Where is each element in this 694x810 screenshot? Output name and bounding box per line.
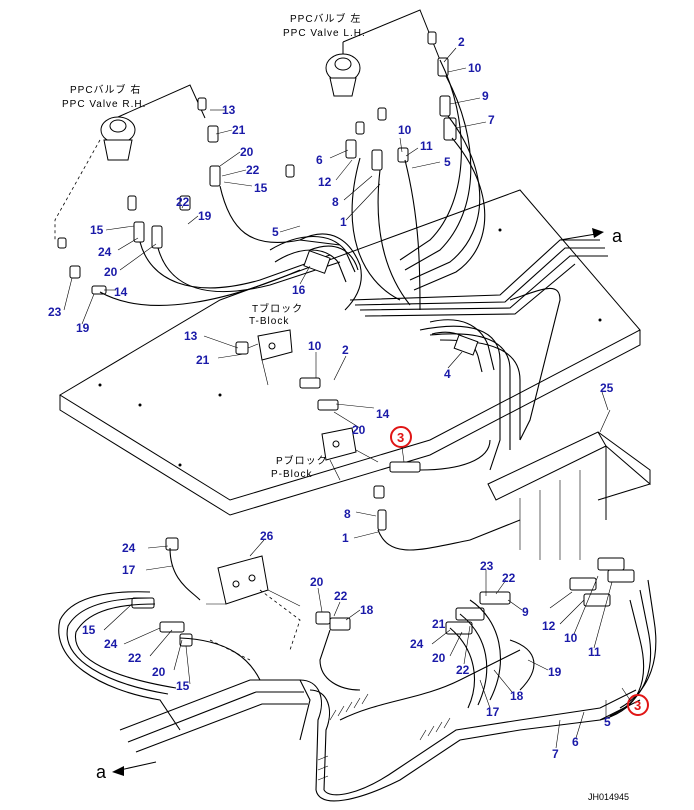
- callout-26: 26: [260, 529, 274, 543]
- callout-10: 10: [398, 123, 412, 137]
- callout-20: 20: [104, 265, 118, 279]
- callout-17: 17: [486, 705, 500, 719]
- callout-13: 13: [222, 103, 236, 117]
- callout-10: 10: [564, 631, 578, 645]
- callout-13: 13: [184, 329, 198, 343]
- callout-24: 24: [410, 637, 424, 651]
- callout-10: 10: [308, 339, 322, 353]
- manifold-25: [487, 409, 651, 560]
- callout-15: 15: [176, 679, 190, 693]
- t-block-jp-label: Tブロック: [252, 302, 303, 315]
- callout-12: 12: [542, 619, 556, 633]
- callout-21: 21: [232, 123, 246, 137]
- callout-22: 22: [456, 663, 470, 677]
- hoses-upper: [99, 59, 608, 551]
- callout-14: 14: [376, 407, 390, 421]
- callout-22: 22: [128, 651, 142, 665]
- svg-text:3: 3: [634, 698, 641, 713]
- ppc-valve-rh: [54, 84, 206, 240]
- t-block: [247, 329, 293, 386]
- callout-15: 15: [254, 181, 268, 195]
- callout-10: 10: [468, 61, 482, 75]
- callout-19: 19: [76, 321, 90, 335]
- callout-23: 23: [480, 559, 494, 573]
- arrow-a-top: [559, 228, 604, 241]
- callout-8: 8: [332, 195, 339, 209]
- ppc-valve-lh: [325, 9, 441, 97]
- leader-lines: [63, 47, 613, 749]
- callout-20: 20: [240, 145, 254, 159]
- callout-23: 23: [48, 305, 62, 319]
- callout-7: 7: [488, 113, 495, 127]
- callout-1: 1: [340, 215, 347, 229]
- callout-22: 22: [334, 589, 348, 603]
- callout-6: 6: [572, 735, 579, 749]
- callout-24: 24: [98, 245, 112, 259]
- callout-5: 5: [272, 225, 279, 239]
- callout-1: 1: [342, 531, 349, 545]
- callout-24: 24: [104, 637, 118, 651]
- callout-12: 12: [318, 175, 332, 189]
- arrow-a-bottom-label: a: [96, 762, 107, 782]
- t-block-en-label: T-Block: [249, 316, 289, 327]
- hose-4: [429, 319, 495, 373]
- callout-7: 7: [552, 747, 559, 761]
- callout-9: 9: [482, 89, 489, 103]
- callout-2: 2: [458, 35, 465, 49]
- callout-16: 16: [292, 283, 306, 297]
- callout-11: 11: [588, 645, 601, 659]
- callout-5: 5: [604, 715, 611, 729]
- callout-8: 8: [344, 507, 351, 521]
- callout-14: 14: [114, 285, 128, 299]
- callout-25: 25: [600, 381, 614, 395]
- ppc-valve-rh-en-label: PPC Valve R.H.: [62, 99, 146, 110]
- callout-22: 22: [176, 195, 190, 209]
- highlighted-callout-3-right: 3: [621, 687, 649, 716]
- fittings: [57, 31, 635, 647]
- block-26: [206, 555, 301, 607]
- p-block-jp-label: Pブロック: [276, 454, 328, 467]
- callout-20: 20: [310, 575, 324, 589]
- ppc-valve-rh-jp-label: PPCバルブ 右: [70, 83, 141, 96]
- ppc-valve-lh-jp-label: PPCバルブ 左: [290, 12, 361, 25]
- p-block-en-label: P-Block: [271, 469, 312, 480]
- callout-9: 9: [522, 605, 529, 619]
- callouts: 2 10 9 7 10 11 5 6 12 8 1 13 21 20 22 15…: [48, 35, 614, 761]
- callout-15: 15: [90, 223, 104, 237]
- arrow-a-bottom: [112, 761, 157, 776]
- callout-18: 18: [360, 603, 374, 617]
- callout-19: 19: [548, 665, 562, 679]
- callout-5: 5: [444, 155, 451, 169]
- callout-21: 21: [432, 617, 446, 631]
- callout-18: 18: [510, 689, 524, 703]
- callout-20: 20: [432, 651, 446, 665]
- svg-text:3: 3: [397, 430, 404, 445]
- callout-2: 2: [342, 343, 349, 357]
- spiral-guard: [317, 693, 451, 781]
- floor-plate-main: [59, 189, 641, 516]
- callout-4: 4: [444, 367, 451, 381]
- callout-20: 20: [152, 665, 166, 679]
- callout-6: 6: [316, 153, 323, 167]
- callout-11: 11: [420, 139, 433, 153]
- arrow-a-top-label: a: [612, 226, 623, 246]
- hoses-lower: [58, 547, 657, 802]
- hose-16: [269, 235, 356, 283]
- callout-17: 17: [122, 563, 136, 577]
- callout-19: 19: [198, 209, 212, 223]
- callout-24: 24: [122, 541, 136, 555]
- p-block: [321, 427, 379, 481]
- highlighted-callout-3-mid: 3: [390, 426, 412, 463]
- ppc-valve-lh-en-label: PPC Valve L.H.: [283, 28, 366, 39]
- drawing-code: JH014945: [588, 792, 629, 802]
- callout-21: 21: [196, 353, 210, 367]
- callout-20: 20: [352, 423, 366, 437]
- callout-15: 15: [82, 623, 96, 637]
- callout-22: 22: [502, 571, 516, 585]
- callout-22: 22: [246, 163, 260, 177]
